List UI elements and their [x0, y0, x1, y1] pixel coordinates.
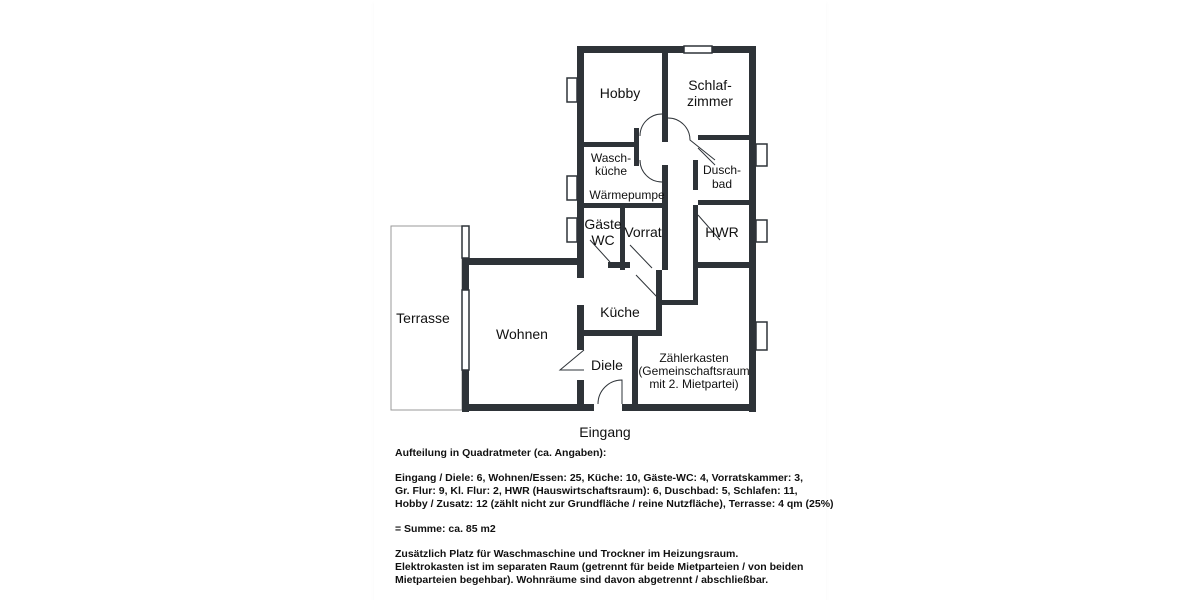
- label-waermepumpe: Wärmepumpe: [589, 188, 665, 202]
- label-zaehler-3: mit 2. Mietpartei): [649, 377, 738, 391]
- windows: [461, 45, 768, 371]
- label-zaehler-1: Zählerkasten: [659, 351, 728, 365]
- label-dusch-1: Dusch-: [703, 163, 741, 177]
- label-hwr: HWR: [705, 224, 738, 240]
- extra-line-3: Mietparteien begehbar). Wohnräume sind d…: [395, 574, 769, 586]
- notes-areas: Eingang / Diele: 6, Wohnen/Essen: 25, Kü…: [395, 472, 835, 511]
- label-kueche: Küche: [600, 304, 640, 320]
- extra-line-2: Elektrokasten ist im separaten Raum (get…: [395, 561, 804, 573]
- notes-sum: = Summe: ca. 85 m2: [395, 523, 496, 535]
- label-eingang: Eingang: [579, 424, 630, 440]
- notes-extra: Zusätzlich Platz für Waschmaschine und T…: [395, 548, 835, 587]
- area-notes: Aufteilung in Quadratmeter (ca. Angaben)…: [395, 447, 835, 599]
- label-schlaf-2: zimmer: [687, 93, 733, 109]
- areas-line-3: Hobby / Zusatz: 12 (zählt nicht zur Grun…: [395, 498, 834, 510]
- label-wasch-2: küche: [595, 164, 627, 178]
- notes-heading: Aufteilung in Quadratmeter (ca. Angaben)…: [395, 447, 607, 459]
- label-vorrat: Vorrat: [624, 224, 661, 240]
- label-terrasse: Terrasse: [396, 310, 450, 326]
- label-wasch-1: Wasch-: [591, 151, 631, 165]
- label-wohnen: Wohnen: [496, 326, 548, 342]
- floor-plan: Hobby Schlaf- zimmer Wasch- küche Wärmep…: [390, 45, 768, 440]
- label-gaeste-2: WC: [591, 232, 614, 248]
- areas-line-2: Gr. Flur: 9, Kl. Flur: 2, HWR (Hauswirts…: [395, 485, 798, 497]
- label-schlaf-1: Schlaf-: [688, 77, 732, 93]
- areas-line-1: Eingang / Diele: 6, Wohnen/Essen: 25, Kü…: [395, 472, 804, 484]
- extra-line-1: Zusätzlich Platz für Waschmaschine und T…: [395, 548, 739, 560]
- label-hobby: Hobby: [600, 85, 640, 101]
- label-diele: Diele: [591, 357, 623, 373]
- terrace-area: [390, 225, 463, 411]
- room-labels: Hobby Schlaf- zimmer Wasch- küche Wärmep…: [396, 77, 750, 440]
- label-gaeste-1: Gäste: [584, 216, 622, 232]
- label-dusch-2: bad: [712, 177, 732, 191]
- label-zaehler-2: (Gemeinschaftsraum: [638, 364, 749, 378]
- doors: [558, 113, 721, 405]
